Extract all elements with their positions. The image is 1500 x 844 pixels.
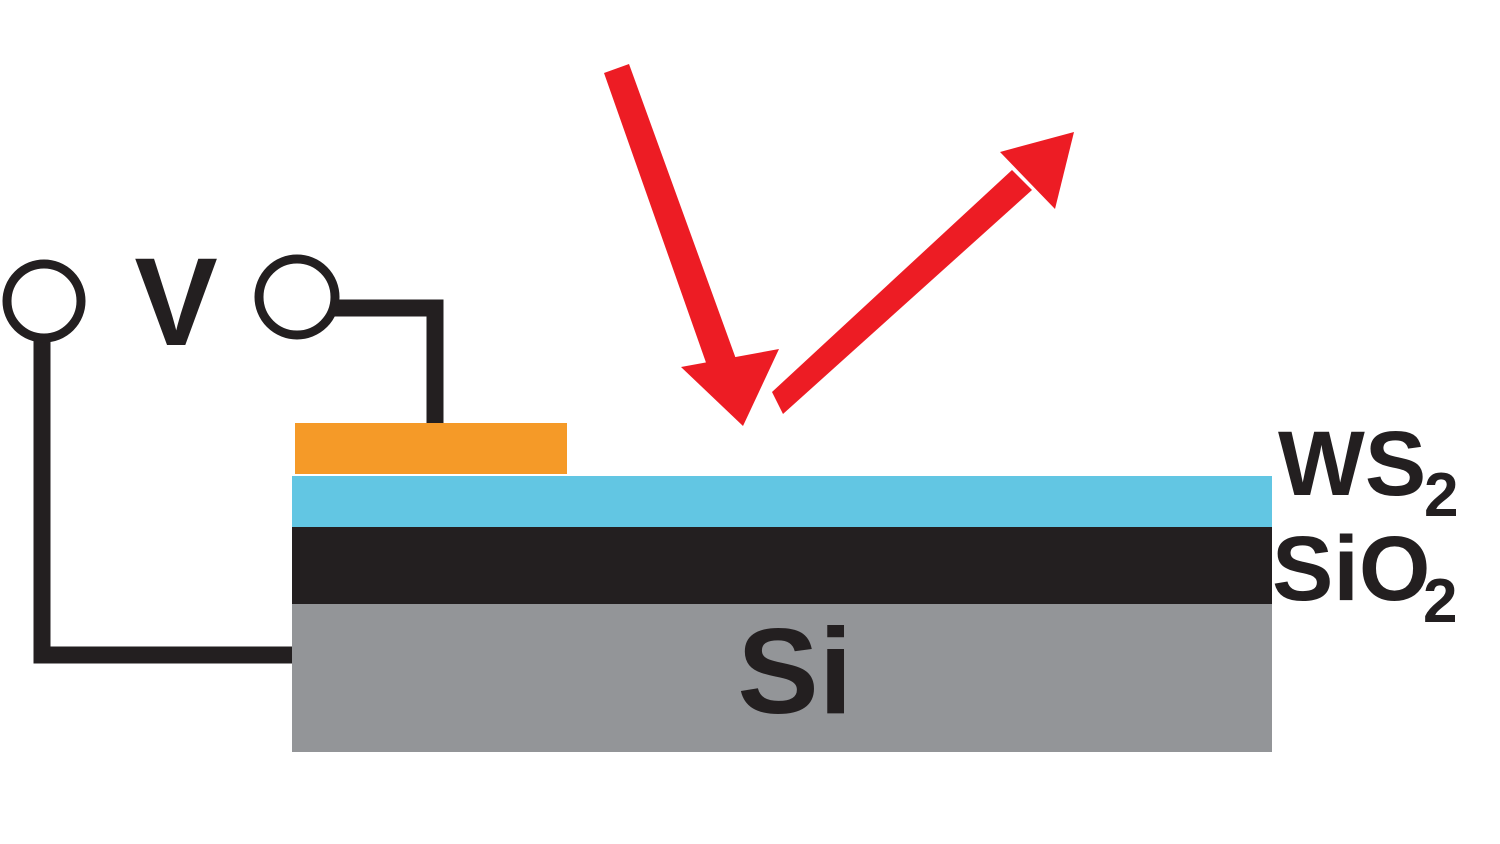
- si-label: Si: [737, 603, 852, 739]
- voltage-label: V: [134, 233, 217, 372]
- incident-light-arrow: [604, 64, 779, 426]
- reflected-light-arrow: [772, 132, 1074, 414]
- reflected-light-arrowhead: [1000, 132, 1074, 209]
- incident-light-arrowhead: [681, 349, 779, 426]
- sio2-subscript: 2: [1423, 567, 1457, 636]
- light-arrows: [604, 64, 1074, 426]
- incident-light-shaft: [604, 64, 744, 391]
- layer-callouts: WS 2 SiO 2: [1272, 413, 1458, 636]
- terminal-right-icon[interactable]: [254, 254, 340, 340]
- layer-sio2: [292, 527, 1272, 604]
- layer-stack: Si: [292, 423, 1272, 752]
- layer-electrode: [295, 423, 567, 474]
- sio2-label: SiO: [1272, 518, 1430, 620]
- reflected-light-shaft: [772, 170, 1032, 414]
- layer-ws2: [292, 476, 1272, 527]
- circuit-group: V: [2, 233, 444, 664]
- terminal-left-icon[interactable]: [2, 259, 86, 343]
- layer-si: [292, 604, 1272, 752]
- ws2-label: WS: [1278, 413, 1426, 515]
- ground-wire: [33, 300, 294, 664]
- ws2-subscript: 2: [1424, 461, 1458, 530]
- electrode-wire: [330, 299, 444, 430]
